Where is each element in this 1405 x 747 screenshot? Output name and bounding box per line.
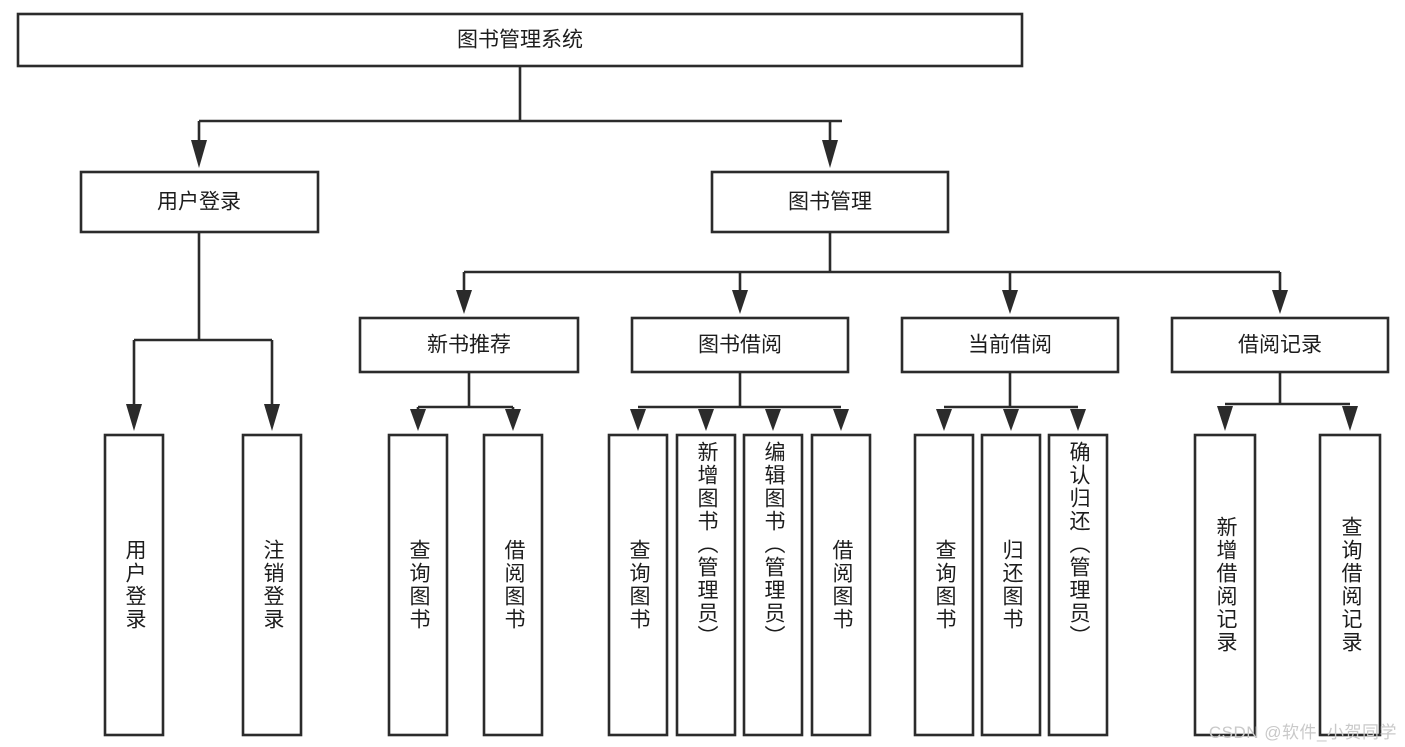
arrow-leaf-borrow-book <box>833 409 849 431</box>
leaf-add-borrow-record-box[interactable] <box>1193 433 1257 737</box>
node-borrow-record[interactable]: 借阅记录 <box>1170 316 1390 374</box>
arrow-to-current-borrow <box>1002 290 1018 314</box>
arrow-leaf-query-book-borrow <box>630 409 646 431</box>
arrow-leaf-add-book-admin <box>698 409 714 431</box>
leaf-edit-book-admin-box[interactable] <box>742 433 804 737</box>
node-user-login[interactable]: 用户登录 <box>79 170 320 234</box>
arrow-leaf-query-book-current <box>936 409 952 431</box>
leaf-query-borrow-record-box[interactable] <box>1318 433 1382 737</box>
root-label: 图书管理系统 <box>457 29 583 52</box>
arrow-to-book-management <box>822 140 838 168</box>
borrow-record-box[interactable] <box>1170 316 1390 374</box>
user-login-label: 用户登录 <box>157 191 241 214</box>
leaf-add-book-admin-box[interactable] <box>675 433 737 737</box>
leaf-borrow-book-recommend-box[interactable] <box>482 433 544 737</box>
book-management-box[interactable] <box>710 170 950 234</box>
book-management-label: 图书管理 <box>788 191 872 214</box>
edge-group-root <box>191 66 842 168</box>
edge-group-borrow-record <box>1217 372 1358 431</box>
user-login-box[interactable] <box>79 170 320 234</box>
node-new-book-recommend[interactable]: 新书推荐 <box>358 316 580 374</box>
edge-group-current-borrow <box>936 372 1086 431</box>
edge-group-new-book-recommend <box>410 372 521 431</box>
edge-group-book-borrow <box>630 372 849 431</box>
arrow-to-user-login <box>191 140 207 168</box>
edge-group-user-login <box>126 232 280 431</box>
leaf-query-book-recommend-box[interactable] <box>387 433 449 737</box>
arrow-leaf-query-book-recommend <box>410 409 426 431</box>
arrow-leaf-logout-login <box>264 404 280 431</box>
node-current-borrow[interactable]: 当前借阅 <box>900 316 1120 374</box>
borrow-record-label: 借阅记录 <box>1238 334 1322 357</box>
arrow-leaf-add-borrow-record <box>1217 406 1233 431</box>
node-root[interactable]: 图书管理系统 <box>16 12 1024 68</box>
new-book-recommend-box[interactable] <box>358 316 580 374</box>
arrow-leaf-user-login <box>126 404 142 431</box>
book-borrow-label: 图书借阅 <box>698 334 782 357</box>
current-borrow-label: 当前借阅 <box>968 334 1052 357</box>
node-book-management[interactable]: 图书管理 <box>710 170 950 234</box>
arrow-to-book-borrow <box>732 290 748 314</box>
arrow-leaf-edit-book-admin <box>765 409 781 431</box>
leaf-boxes <box>103 433 1382 737</box>
csdn-watermark: CSDN @软件_小贺同学 <box>1208 723 1397 742</box>
arrow-leaf-confirm-return-admin <box>1070 409 1086 431</box>
current-borrow-box[interactable] <box>900 316 1120 374</box>
leaf-borrow-book-box[interactable] <box>810 433 872 737</box>
leaf-query-book-current-box[interactable] <box>913 433 975 737</box>
leaf-logout-login-box[interactable] <box>241 433 303 737</box>
arrow-leaf-query-borrow-record <box>1342 406 1358 431</box>
arrow-leaf-return-book <box>1003 409 1019 431</box>
book-borrow-box[interactable] <box>630 316 850 374</box>
edge-group-book-management <box>456 232 1288 314</box>
new-book-recommend-label: 新书推荐 <box>427 334 511 357</box>
arrow-to-borrow-record <box>1272 290 1288 314</box>
root-box[interactable] <box>16 12 1024 68</box>
leaf-query-book-borrow-box[interactable] <box>607 433 669 737</box>
leaf-confirm-return-admin-box[interactable] <box>1047 433 1109 737</box>
arrow-to-new-book-recommend <box>456 290 472 314</box>
arrow-leaf-borrow-book-recommend <box>505 409 521 431</box>
leaf-user-login-box[interactable] <box>103 433 165 737</box>
node-book-borrow[interactable]: 图书借阅 <box>630 316 850 374</box>
leaf-return-book-box[interactable] <box>980 433 1042 737</box>
